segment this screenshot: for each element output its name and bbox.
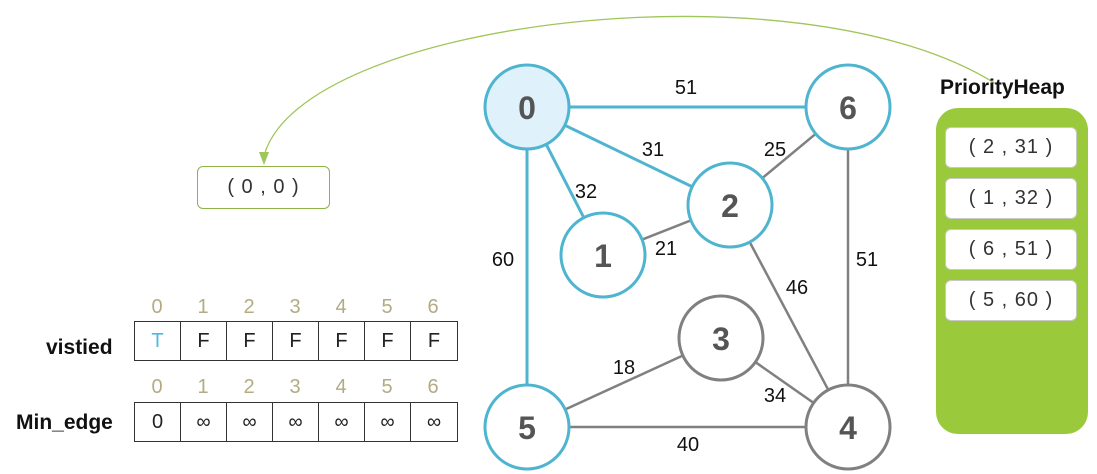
node-label: 3 bbox=[712, 321, 730, 357]
node-label: 4 bbox=[839, 410, 857, 446]
visited-index: 1 bbox=[197, 296, 209, 318]
node-4 bbox=[804, 383, 892, 471]
min-edge-cell: ∞ bbox=[426, 410, 442, 433]
min-edge-index: 6 bbox=[427, 376, 439, 398]
heap-item: ( 5 , 60 ) bbox=[945, 280, 1077, 321]
visited-cell: F bbox=[227, 322, 273, 360]
node-label: 5 bbox=[518, 410, 536, 446]
min-edge-index: 3 bbox=[289, 376, 301, 398]
min-edge-index-row: 0 1 2 3 4 5 6 bbox=[134, 376, 456, 399]
visited-index: 3 bbox=[289, 296, 301, 318]
priority-heap: ( 2 , 31 ) ( 1 , 32 ) ( 6 , 51 ) ( 5 , 60 ) bbox=[936, 108, 1088, 434]
edge-weight-label: 32 bbox=[575, 181, 597, 203]
visited-index: 5 bbox=[381, 296, 393, 318]
visited-cell: F bbox=[181, 322, 227, 360]
node-3 bbox=[677, 294, 765, 382]
visited-cell: F bbox=[273, 322, 319, 360]
node-1 bbox=[559, 211, 647, 299]
node-label: 1 bbox=[594, 238, 612, 274]
edge-weight-label: 40 bbox=[677, 434, 699, 456]
visited-index: 4 bbox=[335, 296, 347, 318]
edge-weight-label: 21 bbox=[655, 238, 677, 260]
edge-weight-label: 51 bbox=[675, 77, 697, 99]
min-edge-index: 4 bbox=[335, 376, 347, 398]
min-edge-cell: ∞ bbox=[273, 403, 319, 441]
node-2 bbox=[686, 161, 774, 249]
min-edge-cell: ∞ bbox=[365, 403, 411, 441]
heap-item: ( 6 , 51 ) bbox=[945, 229, 1077, 270]
node-label: 2 bbox=[721, 188, 739, 224]
min-edge-label: Min_edge bbox=[16, 411, 113, 434]
heap-title: PriorityHeap bbox=[940, 76, 1065, 99]
min-edge-index: 5 bbox=[381, 376, 393, 398]
node-0 bbox=[483, 63, 571, 151]
node-5 bbox=[483, 383, 571, 471]
visited-index: 6 bbox=[427, 296, 439, 318]
node-label: 6 bbox=[839, 90, 857, 126]
min-edge-array: 0∞∞∞∞∞∞ bbox=[134, 402, 458, 442]
arrow-head-icon bbox=[259, 152, 269, 165]
edge-weight-label: 31 bbox=[642, 139, 664, 161]
heap-item: ( 1 , 32 ) bbox=[945, 178, 1077, 219]
min-edge-index: 1 bbox=[197, 376, 209, 398]
min-edge-index: 2 bbox=[243, 376, 255, 398]
current-pair-box: ( 0 , 0 ) bbox=[197, 166, 330, 209]
min-edge-cell: 0 bbox=[135, 403, 181, 441]
node-6 bbox=[804, 63, 892, 151]
visited-cell: F bbox=[319, 322, 365, 360]
min-edge-cell: ∞ bbox=[227, 403, 273, 441]
pop-arrow bbox=[263, 15, 997, 157]
visited-index-row: 0 1 2 3 4 5 6 bbox=[134, 296, 456, 319]
visited-cell: F bbox=[427, 329, 441, 352]
edge-weight-label: 46 bbox=[786, 277, 808, 299]
visited-cell: T bbox=[135, 322, 181, 360]
visited-index: 2 bbox=[243, 296, 255, 318]
min-edge-cell: ∞ bbox=[319, 403, 365, 441]
visited-label: vistied bbox=[46, 336, 113, 359]
edge-weight-label: 34 bbox=[764, 385, 786, 407]
current-pair-text: ( 0 , 0 ) bbox=[227, 176, 300, 198]
visited-index: 0 bbox=[151, 296, 163, 318]
min-edge-cell: ∞ bbox=[181, 403, 227, 441]
edge-weight-label: 60 bbox=[492, 249, 514, 271]
edge-weight-label: 25 bbox=[764, 139, 786, 161]
edge-weight-label: 51 bbox=[856, 249, 878, 271]
min-edge-index: 0 bbox=[151, 376, 163, 398]
visited-cell: F bbox=[365, 322, 411, 360]
node-label: 0 bbox=[518, 90, 536, 126]
heap-item: ( 2 , 31 ) bbox=[945, 127, 1077, 168]
edge-weight-label: 18 bbox=[613, 357, 635, 379]
